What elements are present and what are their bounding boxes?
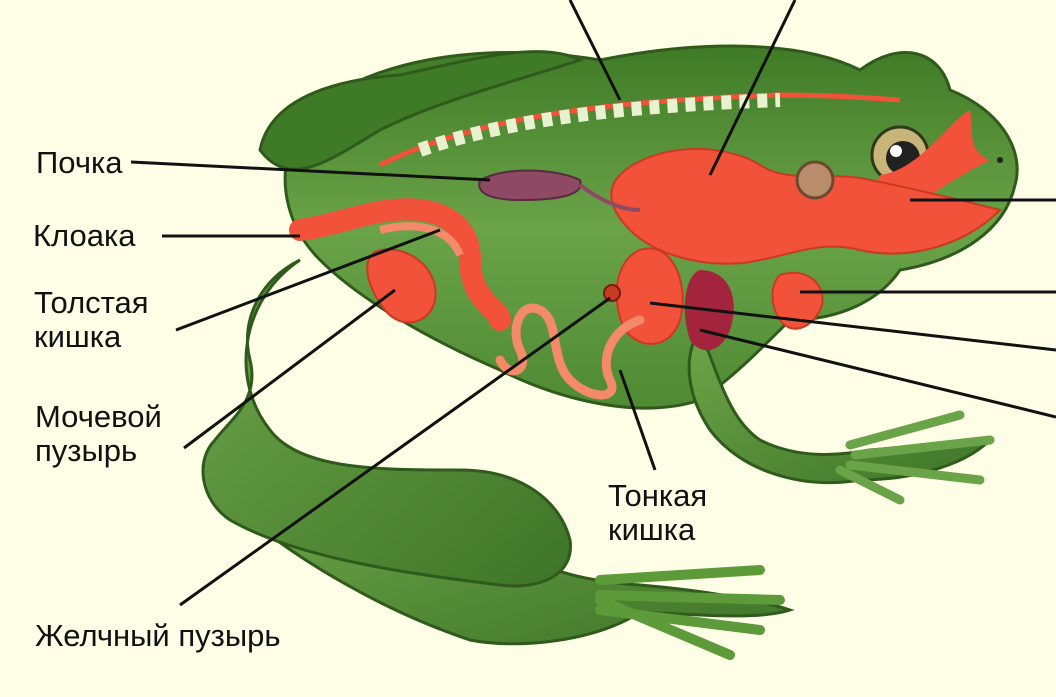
label-large-intestine: Толстая кишка	[34, 286, 149, 354]
label-bladder: Мочевой пузырь	[35, 400, 162, 468]
kidney	[479, 171, 580, 200]
gallbladder	[604, 285, 620, 301]
label-kidney: Почка	[36, 146, 122, 180]
label-gallbladder: Желчный пузырь	[35, 619, 281, 653]
label-small-intestine: Тонкая кишка	[608, 479, 707, 547]
heart	[797, 162, 833, 198]
label-cloaca: Клоака	[33, 219, 135, 253]
